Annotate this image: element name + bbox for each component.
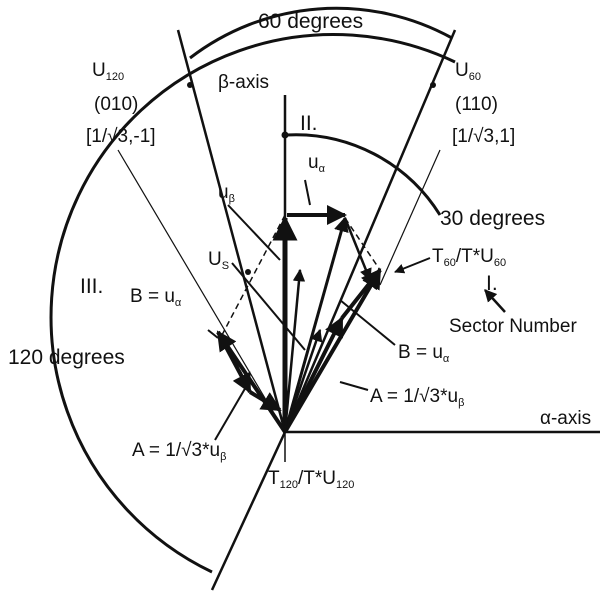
u-alpha-leader <box>304 179 311 206</box>
u60-label: U60 <box>455 60 481 83</box>
angle-30-label: 30 degrees <box>440 207 545 230</box>
vector-t60 <box>283 268 382 434</box>
vector-extra-3 <box>343 217 372 282</box>
dot-u120 <box>187 82 193 88</box>
b-left-leader <box>207 329 219 339</box>
vector-extra-2 <box>283 268 306 433</box>
u60-coords: [1/√3,1] <box>452 126 515 147</box>
outer-arc <box>49 33 456 574</box>
dashed-construction-2 <box>344 217 381 271</box>
vector-b-left <box>248 390 282 412</box>
vector-t120 <box>216 330 287 434</box>
dot-u60 <box>430 82 436 88</box>
dot-beta <box>281 131 289 139</box>
sector-number-label: Sector Number <box>449 316 577 337</box>
u120-label: U120 <box>92 60 124 83</box>
sector-i-label: I. <box>486 272 498 295</box>
a-right-leader <box>339 381 369 391</box>
vector-extra-1 <box>283 328 323 433</box>
arc-60-degrees <box>189 6 453 60</box>
vector-us <box>283 216 349 433</box>
u120-coords: [1/√3,-1] <box>86 126 156 147</box>
t60-leader <box>394 257 431 274</box>
angle-120-label: 120 degrees <box>8 346 125 369</box>
lower-left-boundary <box>210 431 287 591</box>
u60-code: (110) <box>455 94 498 115</box>
u-alpha-top-label: uα <box>308 152 326 175</box>
b-right-label: B = uα <box>398 342 450 365</box>
u120-code: (010) <box>94 94 138 115</box>
b-left-label: B = uα <box>130 286 182 309</box>
a-left-leader <box>214 379 251 441</box>
beta-axis-label: β-axis <box>218 72 269 93</box>
sector-iii-label: III. <box>80 275 103 298</box>
u120-leader-line <box>117 149 286 433</box>
u-s-label: US <box>208 249 229 272</box>
u-beta-leader <box>227 204 281 261</box>
angle-60-label: 60 degrees <box>258 10 363 33</box>
t60-label: T60/T*U60 <box>432 246 506 269</box>
u120-sector-line <box>176 29 287 433</box>
t120-label: T120/T*U120 <box>268 468 354 491</box>
sector-ii-label: II. <box>300 112 318 135</box>
sector-number-leader <box>484 289 506 313</box>
vector-a-left <box>216 331 252 394</box>
u-beta-label: uβ <box>218 182 235 205</box>
a-right-label: A = 1/√3*uβ <box>370 386 464 409</box>
a-left-label: A = 1/√3*uβ <box>132 440 226 463</box>
alpha-axis-label: α-axis <box>540 408 591 429</box>
inner-arc <box>285 133 442 216</box>
u60-sector-line <box>283 29 457 433</box>
dot-mid <box>245 269 251 275</box>
u60-leader-line <box>379 149 441 286</box>
